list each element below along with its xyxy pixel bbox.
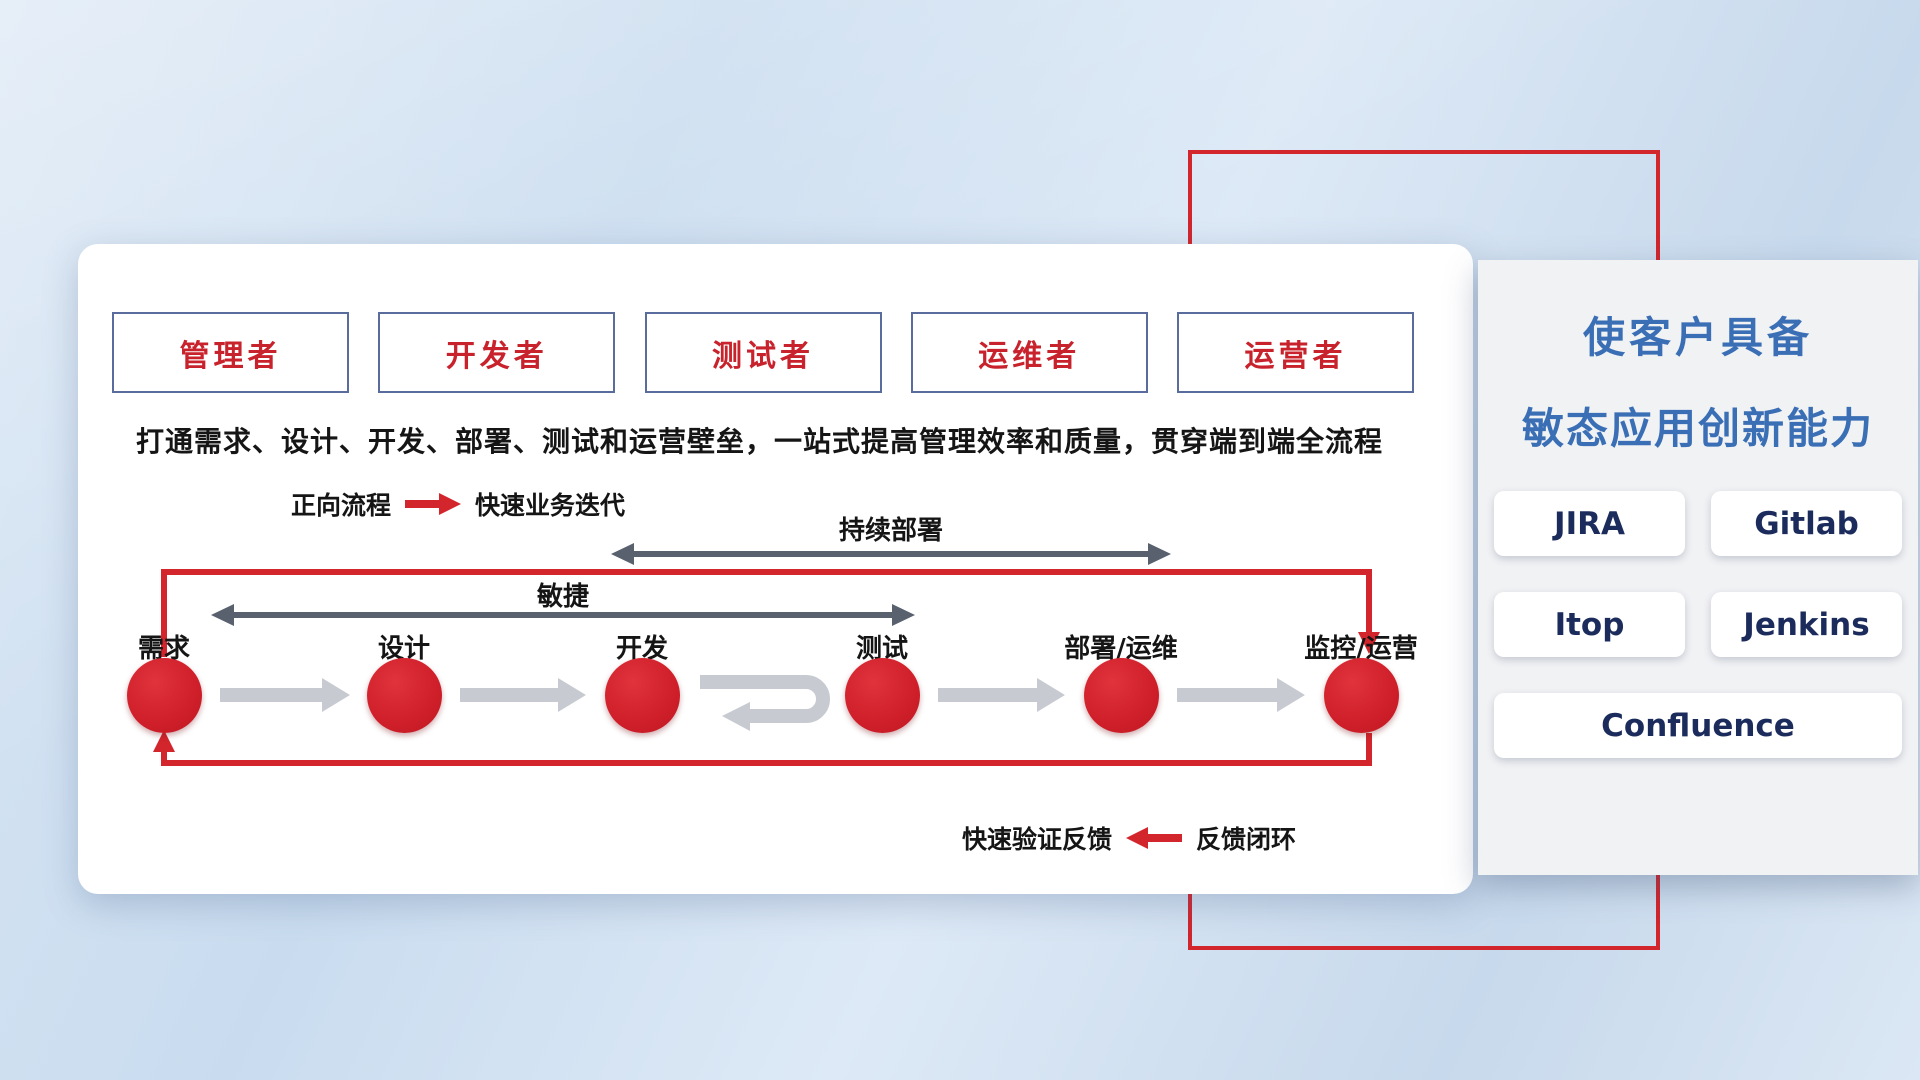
- agile-label: 敏捷: [536, 582, 589, 612]
- role-label: 测试者: [712, 338, 814, 374]
- flow-description: 打通需求、设计、开发、部署、测试和运营壁垒，一站式提高管理效率和质量，贯穿端到端…: [136, 425, 1384, 458]
- stage-node-develop: [605, 658, 680, 733]
- red-right-arrow-icon: [405, 493, 462, 515]
- role-box-manager: 管理者: [112, 312, 349, 393]
- role-box-developer: 开发者: [378, 312, 616, 393]
- feedback-label: 快速验证反馈: [962, 825, 1113, 854]
- role-box-ops: 运维者: [910, 312, 1148, 393]
- tool-jira: JIRA: [1494, 491, 1685, 556]
- stage-node-design: [367, 658, 442, 733]
- role-header-row: 管理者 开发者 测试者 运维者 运营者: [112, 312, 1414, 393]
- tool-jenkins: Jenkins: [1711, 592, 1902, 657]
- forward-flow-label: 正向流程: [291, 491, 392, 520]
- capability-panel: 使客户具备 敏态应用创新能力 JIRA Gitlab Itop Jenkins …: [1478, 260, 1918, 875]
- tool-itop: Itop: [1494, 592, 1685, 657]
- red-left-arrow-icon: [1126, 827, 1183, 849]
- stage-node-requirements: [127, 658, 202, 733]
- role-label: 管理者: [179, 338, 282, 374]
- feedback-value: 反馈闭环: [1196, 825, 1297, 854]
- forward-flow-value: 快速业务迭代: [475, 491, 626, 520]
- continuous-deploy-label: 持续部署: [838, 516, 943, 546]
- feedback-loop-line: [153, 730, 1372, 766]
- tool-grid: JIRA Gitlab Itop Jenkins Confluence: [1494, 491, 1902, 758]
- role-box-operator: 运营者: [1177, 312, 1414, 393]
- forward-flow-legend: 正向流程 快速业务迭代: [291, 486, 625, 522]
- stage-node-monitor: [1324, 658, 1399, 733]
- feedback-legend: 快速验证反馈 反馈闭环: [962, 820, 1296, 856]
- role-label: 开发者: [445, 338, 548, 374]
- stage-node-deploy-ops: [1084, 658, 1159, 733]
- devops-flow-card: 管理者 开发者 测试者 运维者 运营者 打通需求、设计、开发、部署、测试和运营壁…: [78, 244, 1473, 894]
- role-label: 运维者: [978, 338, 1081, 374]
- tool-confluence: Confluence: [1494, 693, 1902, 758]
- role-box-tester: 测试者: [644, 312, 882, 393]
- panel-title-line2: 敏态应用创新能力: [1521, 404, 1874, 453]
- iteration-loop-arrow: [700, 675, 830, 731]
- stage-node-test: [845, 658, 920, 733]
- panel-title-line1: 使客户具备: [1582, 313, 1813, 362]
- role-label: 运营者: [1244, 338, 1347, 374]
- tool-gitlab: Gitlab: [1711, 491, 1902, 556]
